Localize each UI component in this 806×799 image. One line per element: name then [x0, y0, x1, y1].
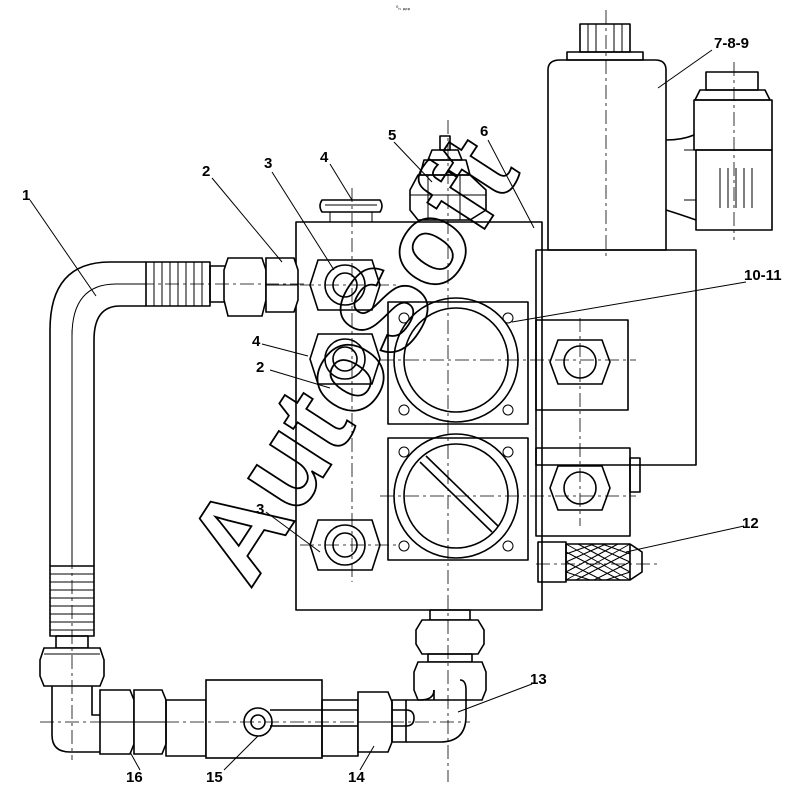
callout-14: 14 [348, 769, 365, 786]
top-mark: ⁰ₙ ᵨᵨᵨ [396, 5, 411, 12]
spool-cover-lower [387, 433, 529, 561]
solenoid-connector [665, 71, 773, 231]
callout-15: 15 [206, 769, 223, 786]
right-elbow-13 [406, 679, 467, 743]
callout-2-lower: 2 [256, 359, 264, 376]
valve-15 [165, 679, 415, 759]
callout-5: 5 [388, 127, 396, 144]
callout-1: 1 [22, 187, 30, 204]
knurled-handle-12 [537, 541, 643, 583]
top-plug-4 [319, 199, 383, 222]
callout-13: 13 [530, 671, 547, 688]
valve-body [295, 221, 697, 611]
callout-7-8-9: 7-8-9 [714, 35, 749, 52]
left-elbow-16 [51, 686, 167, 755]
center-lines [40, 10, 735, 782]
bottom-fitting [413, 609, 487, 701]
callout-4-lower: 4 [252, 333, 261, 350]
callout-4-upper: 4 [320, 149, 329, 166]
port-plug-4-middle [309, 333, 381, 385]
callout-16: 16 [126, 769, 143, 786]
solenoid-coil [547, 23, 667, 251]
callout-10-11: 10-11 [744, 267, 782, 284]
leader-lines [29, 49, 747, 771]
callout-2-upper: 2 [202, 163, 210, 180]
callout-12: 12 [742, 515, 759, 532]
callout-3-upper: 3 [264, 155, 272, 172]
callout-3-lower: 3 [256, 501, 264, 518]
pressure-valve-5 [409, 135, 487, 221]
callout-6: 6 [480, 123, 488, 140]
